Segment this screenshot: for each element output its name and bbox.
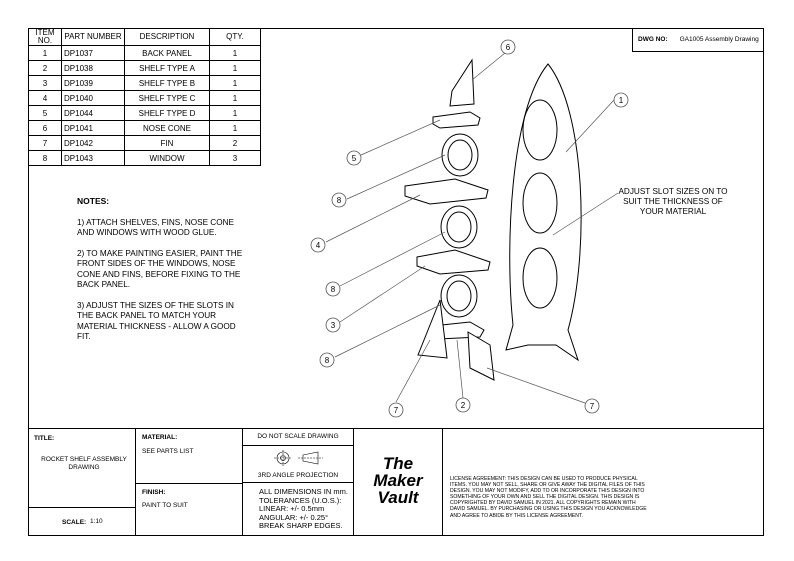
scale-label: SCALE: — [62, 519, 87, 526]
title-block — [28, 428, 764, 536]
leader-callout — [552, 192, 619, 236]
dwg-value: GA1005 Assembly Drawing — [679, 36, 759, 43]
leader-8b — [339, 231, 446, 287]
do-not-scale: DO NOT SCALE DRAWING — [257, 433, 339, 440]
back-panel-window-1 — [522, 99, 558, 161]
title-value: ROCKET SHELF ASSEMBLY DRAWING — [41, 456, 127, 471]
drawing-number: DWG NO: GA1005 Assembly Drawing — [632, 28, 764, 52]
notes-section: NOTES: 1) ATTACH SHELVES, FINS, NOSE CON… — [77, 196, 247, 353]
bom-qty: 1 — [209, 90, 261, 106]
leader-3 — [339, 265, 426, 323]
leader-5 — [360, 119, 441, 156]
leader-1 — [565, 99, 615, 153]
balloon-7b: 7 — [590, 402, 595, 411]
leader-7b — [486, 367, 586, 404]
fin-right — [467, 331, 495, 381]
tolerances-text: TOLERANCES (U.O.S.): — [259, 495, 342, 505]
back-panel-window-3 — [522, 247, 558, 309]
leader-8a — [346, 154, 446, 200]
dwg-label: DWG NO: — [638, 36, 668, 43]
bom-qty: 3 — [209, 150, 261, 166]
material-label: MATERIAL: — [142, 434, 178, 441]
leader-4 — [325, 194, 421, 243]
balloon-2: 2 — [461, 401, 466, 410]
finish-value: PAINT TO SUIT — [142, 502, 188, 509]
shelf-c — [404, 178, 489, 205]
note-3: 3) ADJUST THE SIZES OF THE SLOTS IN THE … — [77, 300, 236, 342]
nose-cone — [449, 58, 475, 107]
balloon-5: 5 — [352, 154, 357, 163]
fin-left — [417, 299, 448, 359]
edges-text: BREAK SHARP EDGES. — [259, 521, 343, 530]
scale-value: 1:10 — [90, 518, 103, 525]
window-ring-1-inner — [447, 139, 473, 171]
projection-label: 3RD ANGLE PROJECTION — [257, 472, 339, 479]
window-ring-2-inner — [446, 211, 472, 243]
slot-size-callout: ADJUST SLOT SIZES ON TO SUIT THE THICKNE… — [618, 187, 728, 216]
balloon-3: 3 — [331, 321, 336, 330]
back-panel-window-2 — [522, 172, 558, 234]
balloon-8a: 8 — [337, 196, 342, 205]
balloon-7a: 7 — [394, 406, 399, 415]
balloon-8b: 8 — [331, 285, 336, 294]
bom-qty: 1 — [209, 120, 261, 136]
bom-description: WINDOW — [124, 150, 210, 166]
maker-vault-logo: The Maker Vault — [373, 454, 423, 507]
finish-label: FINISH: — [142, 489, 166, 496]
projection-symbol-icon — [274, 450, 323, 466]
leader-7a — [395, 339, 431, 403]
title-label: TITLE: — [34, 435, 55, 442]
logo-cell — [353, 428, 443, 536]
shelf-b — [416, 249, 491, 275]
license-agreement: LICENSE AGREEMENT: THIS DESIGN CAN BE US… — [450, 476, 647, 519]
material-value: SEE PARTS LIST — [142, 448, 194, 455]
balloon-4: 4 — [316, 241, 321, 250]
balloon-6: 6 — [506, 43, 511, 52]
note-1: 1) ATTACH SHELVES, FINS, NOSE CONE AND W… — [77, 217, 234, 238]
linear-text: LINEAR: +/- 0.5mm — [259, 504, 325, 513]
leader-6 — [471, 52, 506, 81]
leader-2 — [456, 339, 464, 399]
dimensions-text: ALL DIMENSIONS IN mm. — [259, 487, 348, 496]
balloon-8c: 8 — [325, 356, 330, 365]
leader-8c — [334, 304, 441, 358]
window-ring-3-inner — [446, 280, 472, 312]
notes-title: NOTES: — [77, 196, 110, 206]
shelf-d — [432, 111, 481, 129]
note-2: 2) TO MAKE PAINTING EASIER, PAINT THE FR… — [77, 248, 243, 290]
angular-text: ANGULAR: +/- 0.25° — [259, 512, 329, 522]
tolerance-notes: ALL DIMENSIONS IN mm. TOLERANCES (U.O.S.… — [259, 487, 348, 531]
balloon-1: 1 — [619, 96, 624, 105]
